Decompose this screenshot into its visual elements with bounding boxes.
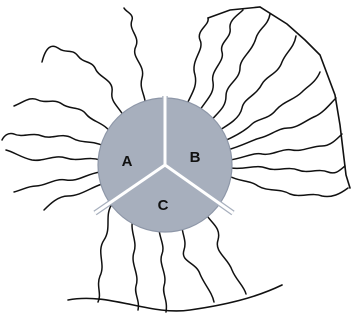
polymer-chain <box>132 216 138 310</box>
polymer-chain <box>14 172 100 192</box>
polymer-chain <box>159 222 166 312</box>
bottom-surface-boundary <box>68 285 282 311</box>
polymer-chain <box>2 133 104 146</box>
polymer-chain <box>229 176 348 197</box>
core-particle: A B C <box>95 96 233 232</box>
polymer-chain <box>14 99 112 134</box>
segment-label-c: C <box>158 197 169 214</box>
polymer-chain <box>98 204 112 302</box>
polymer-chain <box>230 134 342 160</box>
polymer-chain <box>231 166 345 173</box>
polymer-chain <box>204 210 246 294</box>
segment-label-a: A <box>122 153 133 170</box>
polymer-chain <box>183 18 208 113</box>
polymer-chain <box>44 184 102 210</box>
polymer-chain <box>182 218 214 302</box>
polymer-chain <box>42 46 126 122</box>
polymer-chain <box>195 10 243 118</box>
segment-label-b: B <box>190 149 201 166</box>
polymer-chain <box>6 150 100 160</box>
polymer-chain <box>215 36 296 133</box>
polymer-chain <box>124 8 145 113</box>
polymer-chain <box>222 72 320 142</box>
